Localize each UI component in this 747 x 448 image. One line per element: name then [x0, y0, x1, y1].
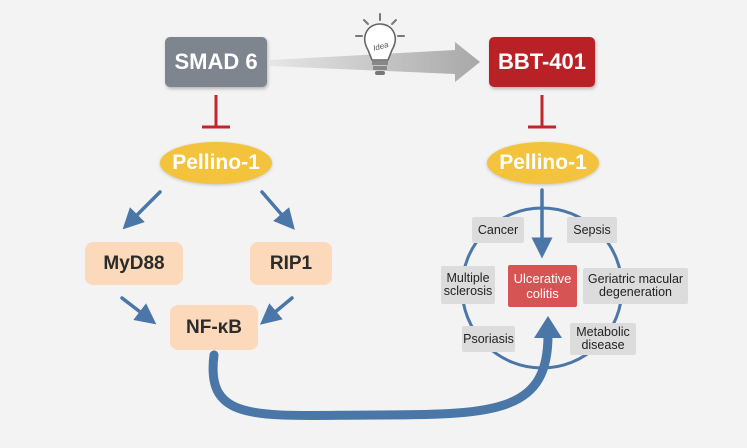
disease-metabolic: Metabolic disease	[570, 323, 636, 355]
disease-ulcerative-colitis: Ulcerative colitis	[508, 265, 577, 307]
pellino-right-node: Pellino-1	[487, 142, 599, 184]
inhibit-right-icon	[528, 95, 556, 129]
rip1-box: RIP1	[250, 242, 332, 285]
disease-multiple-sclerosis: Multiple sclerosis	[441, 266, 495, 304]
disease-psoriasis: Psoriasis	[462, 326, 515, 352]
arrow-nfkb-to-colitis	[208, 330, 553, 420]
smad6-box: SMAD 6	[165, 37, 267, 87]
disease-geriatric-macular-degeneration: Geriatric macular degeneration	[583, 268, 688, 304]
myd88-box: MyD88	[85, 242, 183, 285]
light-bulb-icon	[355, 13, 405, 75]
arrow-myd88-to-nfkb	[120, 296, 157, 325]
pellino-left-node: Pellino-1	[160, 142, 272, 184]
bbt401-box: BBT-401	[489, 37, 595, 87]
disease-cancer: Cancer	[472, 217, 524, 243]
arrow-nfkb-to-colitis-head	[534, 316, 562, 338]
inhibit-left-icon	[202, 95, 230, 129]
nfkb-box: NF-κB	[170, 305, 258, 350]
disease-sepsis: Sepsis	[567, 217, 617, 243]
arrow-pellino-to-rip1	[260, 190, 295, 230]
arrow-rip1-to-nfkb	[259, 296, 294, 325]
arrow-pellino-to-myd88	[122, 190, 162, 230]
